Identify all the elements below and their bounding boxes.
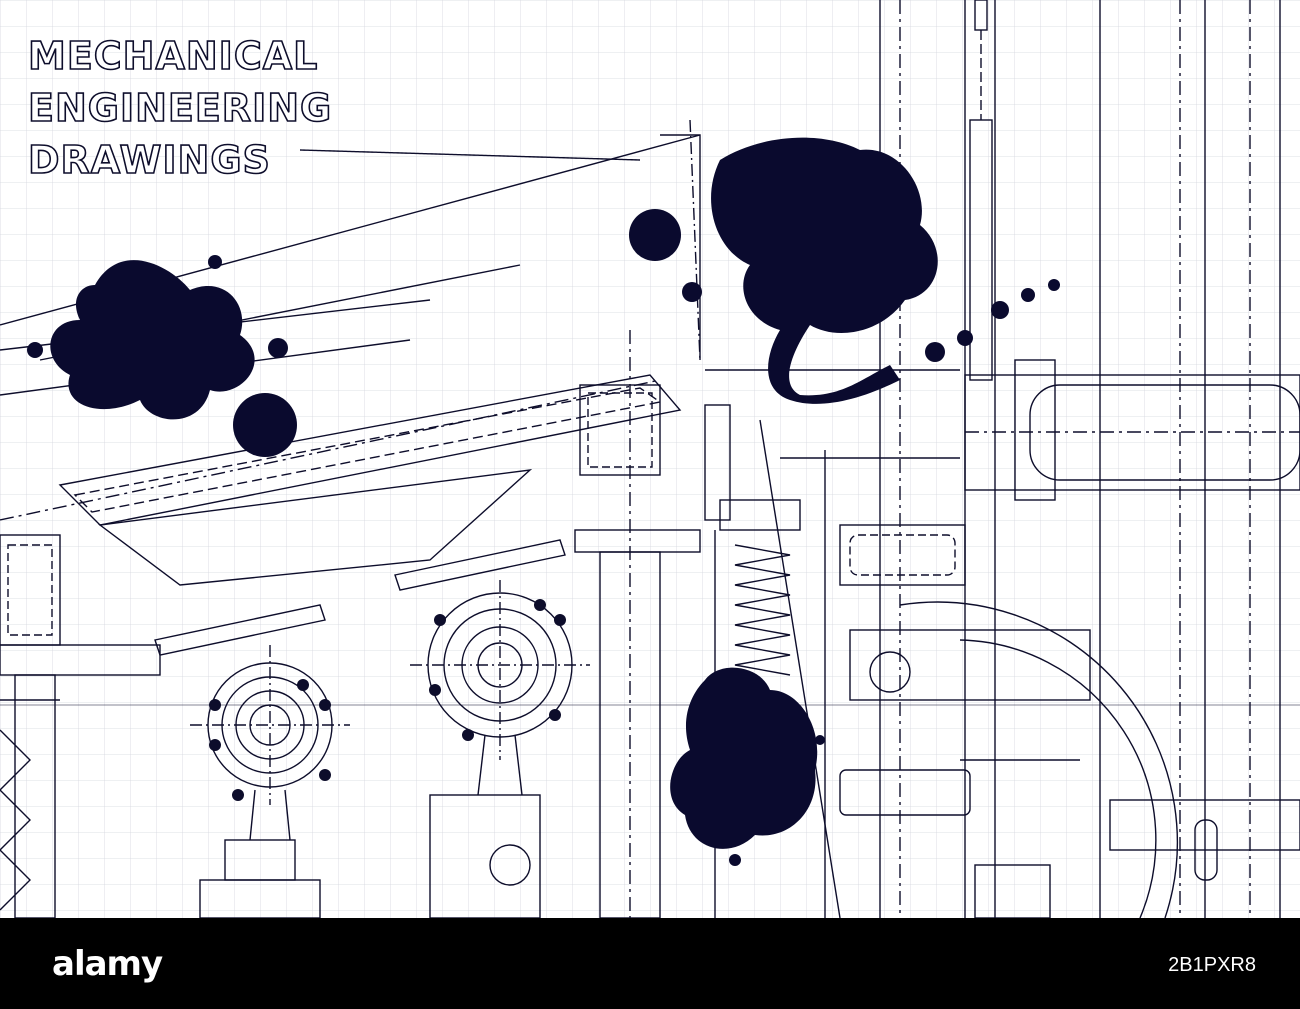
ink-splash-large-bottom — [670, 667, 818, 849]
blueprint-drawing: MECHANICAL ENGINEERING DRAWINGS — [0, 0, 1300, 918]
title-block: MECHANICAL ENGINEERING DRAWINGS — [27, 30, 333, 186]
ink-splash-large-center — [711, 137, 938, 404]
image-reference: 2B1PXR8 — [1168, 954, 1256, 976]
grid-background — [0, 0, 1300, 918]
ink-splashes — [27, 137, 1060, 866]
title-line-mechanical: MECHANICAL — [27, 33, 319, 79]
title-line-drawings: DRAWINGS — [27, 137, 271, 183]
stock-footer: alamy 2B1PXR8 — [0, 918, 1300, 1009]
brand-logo[interactable]: alamy — [52, 944, 163, 984]
bolt-markers — [209, 599, 566, 801]
title-line-engineering: ENGINEERING — [27, 85, 333, 131]
ink-splash-large-left — [50, 260, 255, 420]
